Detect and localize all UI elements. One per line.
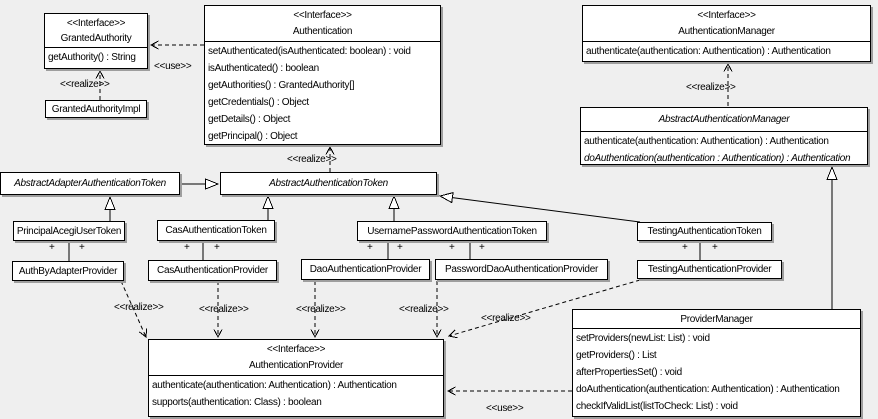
- multiplicity-label: +: [184, 242, 190, 253]
- class-name: Authentication: [292, 26, 353, 37]
- methods: authenticate(authentication: Authenticat…: [583, 42, 870, 61]
- class-name: TestingAuthenticationToken: [647, 226, 762, 237]
- class-name: PasswordDaoAuthenticationProvider: [445, 264, 598, 275]
- realize-label: <<realize>>: [296, 304, 346, 315]
- methods: setProviders(newList: List) : void getPr…: [573, 329, 860, 416]
- multiplicity-label: +: [49, 242, 55, 253]
- class-header: <<Interface>> AuthenticationManager: [583, 6, 870, 42]
- class-name: GrantedAuthority: [60, 33, 132, 44]
- method-label: afterPropertiesSet() : void: [576, 367, 682, 378]
- class-password-dao-authentication-provider: PasswordDaoAuthenticationProvider: [435, 259, 608, 280]
- class-cas-authentication-token: CasAuthenticationToken: [157, 220, 275, 241]
- realize-label: <<realize>>: [686, 82, 736, 93]
- use-label: <<use>>: [154, 61, 192, 72]
- method-label: setProviders(newList: List) : void: [576, 333, 710, 344]
- class-name: ProviderManager: [680, 314, 753, 325]
- methods: authenticate(authentication: Authenticat…: [581, 132, 867, 164]
- multiplicity-label: +: [682, 242, 688, 253]
- method-label: checkIfValidList(listToCheck: List) : vo…: [576, 401, 738, 412]
- class-header: <<Interface>> GrantedAuthority: [45, 14, 147, 48]
- stereotype-label: <<Interface>>: [66, 18, 126, 29]
- stereotype-label: <<Interface>>: [266, 344, 326, 355]
- method-label: authenticate(authentication: Authenticat…: [584, 136, 829, 147]
- class-name: GrantedAuthorityImpl: [51, 103, 141, 115]
- method-label: getCredentials() : Object: [208, 97, 309, 108]
- method-label: setAuthenticated(isAuthenticated: boolea…: [208, 46, 411, 57]
- realize-label: <<realize>>: [114, 302, 164, 313]
- class-header: ProviderManager: [573, 310, 860, 329]
- class-name: CasAuthenticationToken: [165, 225, 267, 236]
- class-name: AuthenticationProvider: [248, 360, 343, 371]
- multiplicity-label: +: [397, 242, 403, 253]
- method-label: getDetails() : Object: [208, 114, 291, 125]
- method-label: getAuthority() : String: [48, 52, 136, 63]
- class-name: TestingAuthenticationProvider: [647, 264, 772, 275]
- class-testing-authentication-token: TestingAuthenticationToken: [637, 222, 772, 241]
- realize-label: <<realize>>: [199, 304, 249, 315]
- realize-label: <<realize>>: [287, 154, 337, 165]
- method-label: doAuthentication(authentication : Authen…: [584, 153, 851, 164]
- multiplicity-label: +: [79, 242, 85, 253]
- method-label: isAuthenticated() : boolean: [208, 63, 319, 74]
- method-label: authenticate(authentication: Authenticat…: [586, 46, 831, 57]
- class-granted-authority-impl: GrantedAuthorityImpl: [45, 100, 147, 118]
- class-cas-authentication-provider: CasAuthenticationProvider: [148, 260, 277, 281]
- multiplicity-label: +: [214, 242, 220, 253]
- class-authentication-manager: <<Interface>> AuthenticationManager auth…: [582, 5, 871, 62]
- multiplicity-label: +: [712, 242, 718, 253]
- class-abstract-adapter-authentication-token: AbstractAdapterAuthenticationToken: [0, 172, 180, 195]
- stereotype-label: <<Interface>>: [697, 10, 756, 21]
- class-name: AuthByAdapterProvider: [18, 265, 118, 277]
- method-label: getAuthorities() : GrantedAuthority[]: [208, 80, 355, 91]
- method-label: supports(authentication: Class) : boolea…: [152, 397, 322, 408]
- class-header: AbstractAuthenticationManager: [581, 108, 867, 132]
- multiplicity-label: +: [367, 242, 373, 253]
- realize-label: <<realize>>: [60, 79, 110, 90]
- class-header: <<Interface>> Authentication: [205, 6, 440, 42]
- methods: authenticate(authentication: Authenticat…: [149, 376, 443, 412]
- stereotype-label: <<Interface>>: [293, 10, 352, 21]
- class-name: AbstractAuthenticationToken: [269, 178, 388, 189]
- class-username-password-authentication-token: UsernamePasswordAuthenticationToken: [357, 221, 547, 241]
- class-name: DaoAuthenticationProvider: [309, 264, 422, 275]
- class-authentication-provider: <<Interface>> AuthenticationProvider aut…: [148, 339, 444, 417]
- class-testing-authentication-provider: TestingAuthenticationProvider: [637, 260, 782, 279]
- multiplicity-label: +: [479, 242, 485, 253]
- method-label: doAuthentication(authentication: Authent…: [576, 384, 840, 395]
- class-principal-acegi-user-token: PrincipalAcegiUserToken: [13, 221, 125, 241]
- methods: getAuthority() : String: [45, 48, 147, 67]
- multiplicity-label: +: [449, 242, 455, 253]
- method-label: getProviders() : List: [576, 350, 657, 361]
- realize-label: <<realize>>: [481, 313, 531, 324]
- class-name: AuthenticationManager: [678, 26, 775, 37]
- class-abstract-authentication-manager: AbstractAuthenticationManager authentica…: [580, 107, 868, 165]
- realize-label: <<realize>>: [399, 304, 449, 315]
- class-dao-authentication-provider: DaoAuthenticationProvider: [301, 259, 430, 280]
- class-name: AbstractAuthenticationManager: [658, 114, 790, 125]
- method-label: getPrincipal() : Object: [208, 131, 298, 142]
- class-name: AbstractAdapterAuthenticationToken: [14, 178, 166, 189]
- method-label: authenticate(authentication: Authenticat…: [152, 380, 397, 391]
- use-label: <<use>>: [486, 403, 524, 414]
- class-name: UsernamePasswordAuthenticationToken: [367, 225, 537, 237]
- class-header: <<Interface>> AuthenticationProvider: [149, 340, 443, 376]
- class-name: CasAuthenticationProvider: [157, 265, 268, 276]
- class-authentication: <<Interface>> Authentication setAuthenti…: [204, 5, 441, 145]
- class-provider-manager: ProviderManager setProviders(newList: Li…: [572, 309, 861, 417]
- class-abstract-authentication-token: AbstractAuthenticationToken: [220, 172, 437, 195]
- class-granted-authority: <<Interface>> GrantedAuthority getAuthor…: [44, 13, 148, 69]
- methods: setAuthenticated(isAuthenticated: boolea…: [205, 42, 440, 144]
- class-name: PrincipalAcegiUserToken: [16, 225, 122, 237]
- class-auth-by-adapter-provider: AuthByAdapterProvider: [12, 261, 124, 281]
